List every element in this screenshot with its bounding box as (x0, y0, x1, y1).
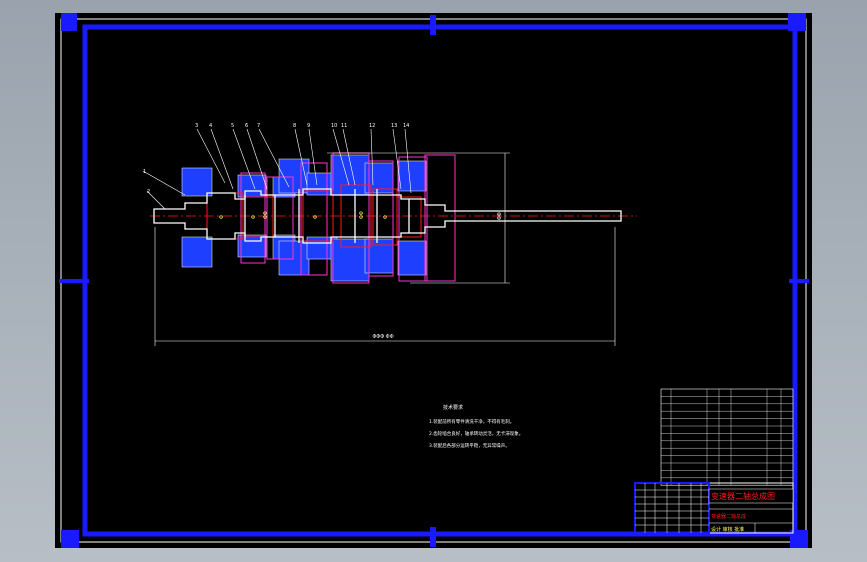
part-number-label: 7 (257, 123, 260, 129)
part-number-label: 6 (245, 123, 248, 129)
leader-lines (142, 128, 412, 210)
part-number-label: 8 (293, 123, 296, 129)
section-label: Φ (219, 215, 225, 219)
section-label: Φ (313, 215, 319, 219)
shaft (153, 188, 622, 244)
notes-lines: 1.装配前所有零件清洗干净，不得有毛刺。 2.齿轮啮合良好，轴承转动灵活，无卡滞现… (429, 418, 523, 449)
parts-list-table (660, 388, 794, 486)
part-number-label: 12 (369, 123, 375, 129)
centring-marks (59, 15, 809, 547)
corner-marks (61, 13, 808, 548)
part-number-label: 11 (341, 123, 347, 129)
height-dimension: ΦΦ (497, 212, 503, 220)
title-block: 变速器二轴总成图 变速器二轴总成 设计 审核 批准 (634, 482, 794, 534)
section-label: ΦΦ (263, 211, 269, 219)
part-number-label: 2 (147, 189, 150, 195)
part-number-label: 1 (143, 169, 146, 175)
note-line: 3.装配后各部分运转平稳，无异常噪声。 (429, 442, 510, 449)
drawing-title: 变速器二轴总成图 (711, 491, 775, 501)
dimension-lines (154, 152, 616, 346)
note-line: 2.齿轮啮合良好，轴承转动灵活，无卡滞现象。 (429, 430, 523, 437)
part-number-label: 5 (231, 123, 234, 129)
part-number-label: 14 (403, 123, 409, 129)
part-number-label: 3 (195, 123, 198, 129)
overall-length-dimension: ΦΦΦ ΦΦ (372, 334, 393, 340)
section-label: Φ (251, 215, 257, 219)
part-number-label: 9 (307, 123, 310, 129)
note-line: 1.装配前所有零件清洗干净，不得有毛刺。 (429, 418, 514, 425)
section-label: ΦΦ (359, 211, 365, 219)
technical-notes: 技术要求 1.装配前所有零件清洗干净，不得有毛刺。 2.齿轮啮合良好，轴承转动灵活… (429, 404, 523, 449)
notes-title: 技术要求 (443, 404, 463, 411)
drawing-subtitle: 变速器二轴总成 (711, 513, 746, 520)
section-label: Φ (383, 215, 389, 219)
part-number-label: 4 (209, 123, 212, 129)
signature-row: 设计 审核 批准 (711, 526, 744, 533)
part-number-label: 10 (331, 123, 337, 129)
part-number-label: 13 (391, 123, 397, 129)
